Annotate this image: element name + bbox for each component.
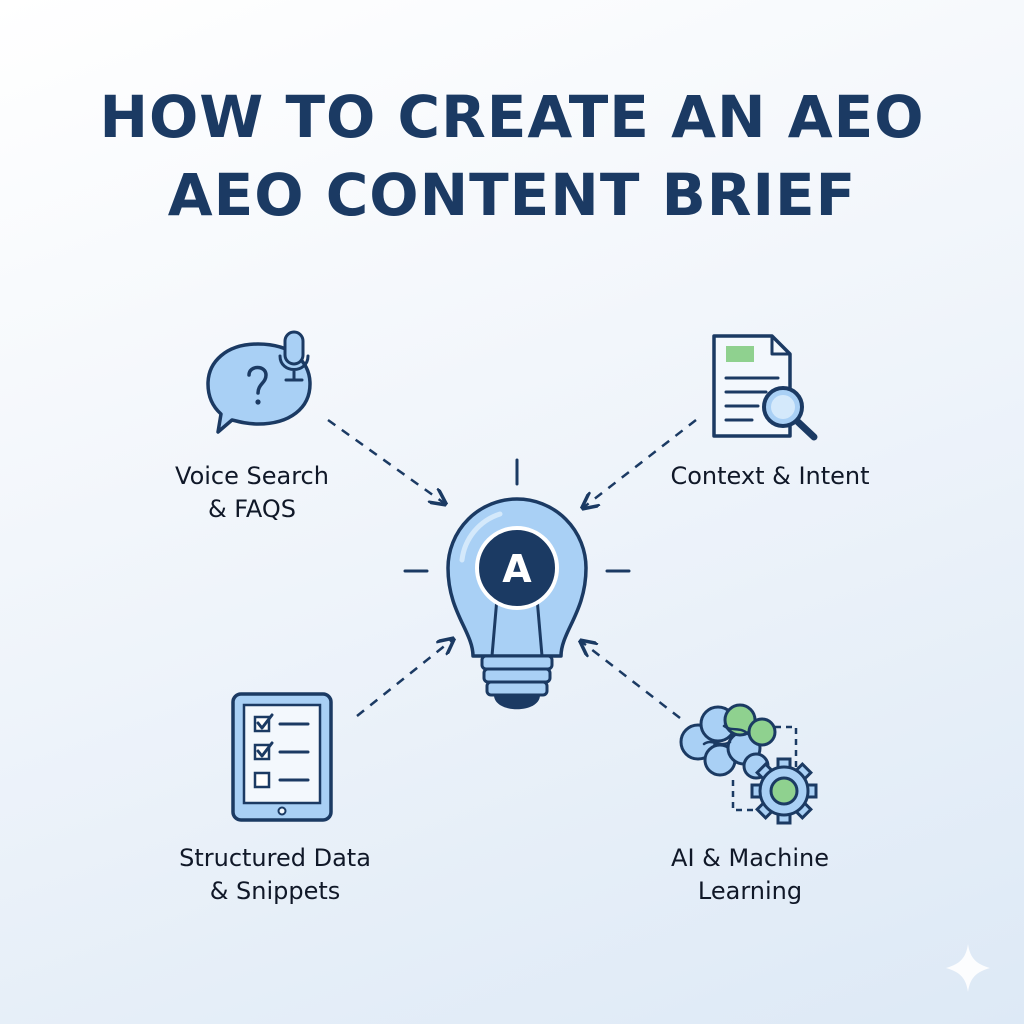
hub-badge <box>475 526 559 610</box>
connector-voice-search <box>327 418 444 503</box>
brain-gear-icon <box>679 703 818 825</box>
hub-letter: A <box>502 547 532 591</box>
lightbulb-icon: A <box>403 458 631 710</box>
connector-context-intent <box>584 419 697 507</box>
label-structured-data: Structured Data & Snippets <box>179 844 371 905</box>
connectors <box>327 418 697 719</box>
chat-question-microphone-icon <box>206 330 312 434</box>
label-voice-search: Voice Search & FAQS <box>175 462 329 523</box>
title-line-1: HOW TO CREATE AN AEO <box>99 83 925 151</box>
label-ai-ml: AI & Machine Learning <box>671 844 829 905</box>
connector-ai-ml <box>582 642 681 719</box>
page-title: HOW TO CREATE AN AEO AEO CONTENT BRIEF <box>0 78 1024 234</box>
connector-structured-data <box>356 640 452 717</box>
title-line-2: AEO CONTENT BRIEF <box>167 161 857 229</box>
label-context-intent: Context & Intent <box>670 462 870 490</box>
document-magnifier-icon <box>712 334 818 441</box>
tablet-checklist-icon <box>231 692 333 822</box>
sparkle-icon <box>946 944 990 992</box>
